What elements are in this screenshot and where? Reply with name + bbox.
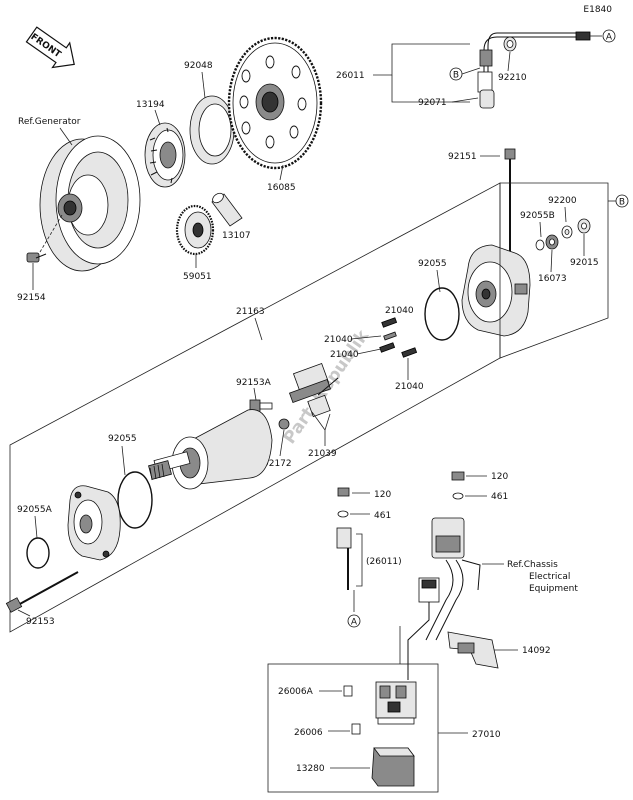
- fuse-26006: [351, 723, 361, 735]
- label-461-a: 461: [374, 511, 391, 521]
- label-92210: 92210: [498, 73, 527, 83]
- label-26006: 26006: [294, 728, 323, 738]
- generator-rotor: [39, 135, 141, 272]
- label-21039: 21039: [308, 449, 337, 459]
- bolt-120-left: [337, 487, 350, 497]
- label-92055-top: 92055: [418, 259, 447, 269]
- label-461-b: 461: [491, 492, 508, 502]
- relay-group-frame: [267, 663, 439, 793]
- harness-plug: [407, 517, 481, 680]
- brush-holder-21039: [288, 362, 339, 418]
- connector-a-top: A: [602, 29, 616, 43]
- ref-generator: Ref.Generator: [18, 117, 81, 127]
- label-92055-left: 92055: [108, 434, 137, 444]
- end-cover: [461, 244, 531, 337]
- front-arrow: FRONT: [25, 26, 75, 69]
- label-92151: 92151: [448, 152, 477, 162]
- ref-chassis-line2: Electrical: [529, 572, 570, 582]
- connector-b-right: B: [615, 194, 629, 208]
- ring-92048: [189, 95, 235, 165]
- label-120-a: 120: [374, 490, 391, 500]
- starter-relay: [375, 681, 417, 725]
- label-120-b: 120: [491, 472, 508, 482]
- o-ring-92055-left: [117, 471, 153, 529]
- connector-b-top: B: [449, 67, 463, 81]
- cable-26011: [477, 31, 591, 109]
- gear-16085: [227, 36, 323, 170]
- washer-92200: [561, 225, 573, 239]
- label-92048: 92048: [184, 61, 213, 71]
- starter-motor-body: [148, 409, 273, 490]
- label-59051: 59051: [183, 272, 212, 282]
- connector-a-bottom: A: [347, 614, 361, 628]
- svg-text:B: B: [619, 198, 625, 208]
- label-92154: 92154: [17, 293, 46, 303]
- label-27010: 27010: [472, 730, 501, 740]
- brush-21040-set: [379, 317, 418, 358]
- label-13107: 13107: [222, 231, 251, 241]
- label-13194: 13194: [136, 100, 165, 110]
- svg-text:A: A: [351, 618, 358, 628]
- label-26006A: 26006A: [278, 687, 314, 697]
- bolt-92153: [5, 571, 79, 613]
- front-cover: [67, 485, 121, 561]
- label-21163: 21163: [236, 307, 265, 317]
- label-92071: 92071: [418, 98, 447, 108]
- bolt-120-right: [451, 471, 465, 481]
- clutch-13194: [144, 122, 186, 188]
- label-92153A: 92153A: [236, 378, 272, 388]
- nut-92015: [577, 218, 591, 234]
- label-26011-paren: (26011): [366, 557, 402, 567]
- label-21040-d: 21040: [395, 382, 424, 392]
- label-92055A: 92055A: [17, 505, 53, 515]
- label-92153: 92153: [26, 617, 55, 627]
- svg-text:A: A: [606, 33, 613, 43]
- svg-text:B: B: [453, 71, 459, 81]
- washer-461-right: [452, 492, 464, 500]
- label-21040-c: 21040: [330, 350, 359, 360]
- bolt-92154: [26, 252, 47, 263]
- label-21040-b: 21040: [324, 335, 353, 345]
- label-16085: 16085: [267, 183, 296, 193]
- label-14092: 14092: [522, 646, 551, 656]
- gear-59051: [175, 204, 215, 256]
- label-92055B: 92055B: [520, 211, 555, 221]
- cover-13280: [371, 747, 415, 787]
- ref-chassis-line3: Equipment: [529, 584, 578, 594]
- label-92172: 92172: [263, 459, 292, 469]
- o-ring-92055A: [26, 537, 50, 569]
- cover-14092: [447, 631, 499, 669]
- washer-92055B: [535, 239, 545, 251]
- label-13280: 13280: [296, 764, 325, 774]
- nut-16073: [545, 234, 559, 250]
- label-92015: 92015: [570, 258, 599, 268]
- cable-end-26011: [336, 527, 352, 590]
- o-ring-92055-top: [424, 287, 460, 341]
- nut-92210: [503, 36, 517, 52]
- shaft-13107: [211, 192, 243, 227]
- ref-chassis-line1: Ref.Chassis: [507, 560, 558, 570]
- diagram-code: E1840: [583, 5, 612, 15]
- washer-461-left: [337, 510, 349, 518]
- screw-92172: [278, 418, 290, 430]
- label-92200: 92200: [548, 196, 577, 206]
- label-21040-a: 21040: [385, 306, 414, 316]
- label-26011: 26011: [336, 71, 365, 81]
- fuse-26006A: [343, 685, 353, 697]
- label-16073: 16073: [538, 274, 567, 284]
